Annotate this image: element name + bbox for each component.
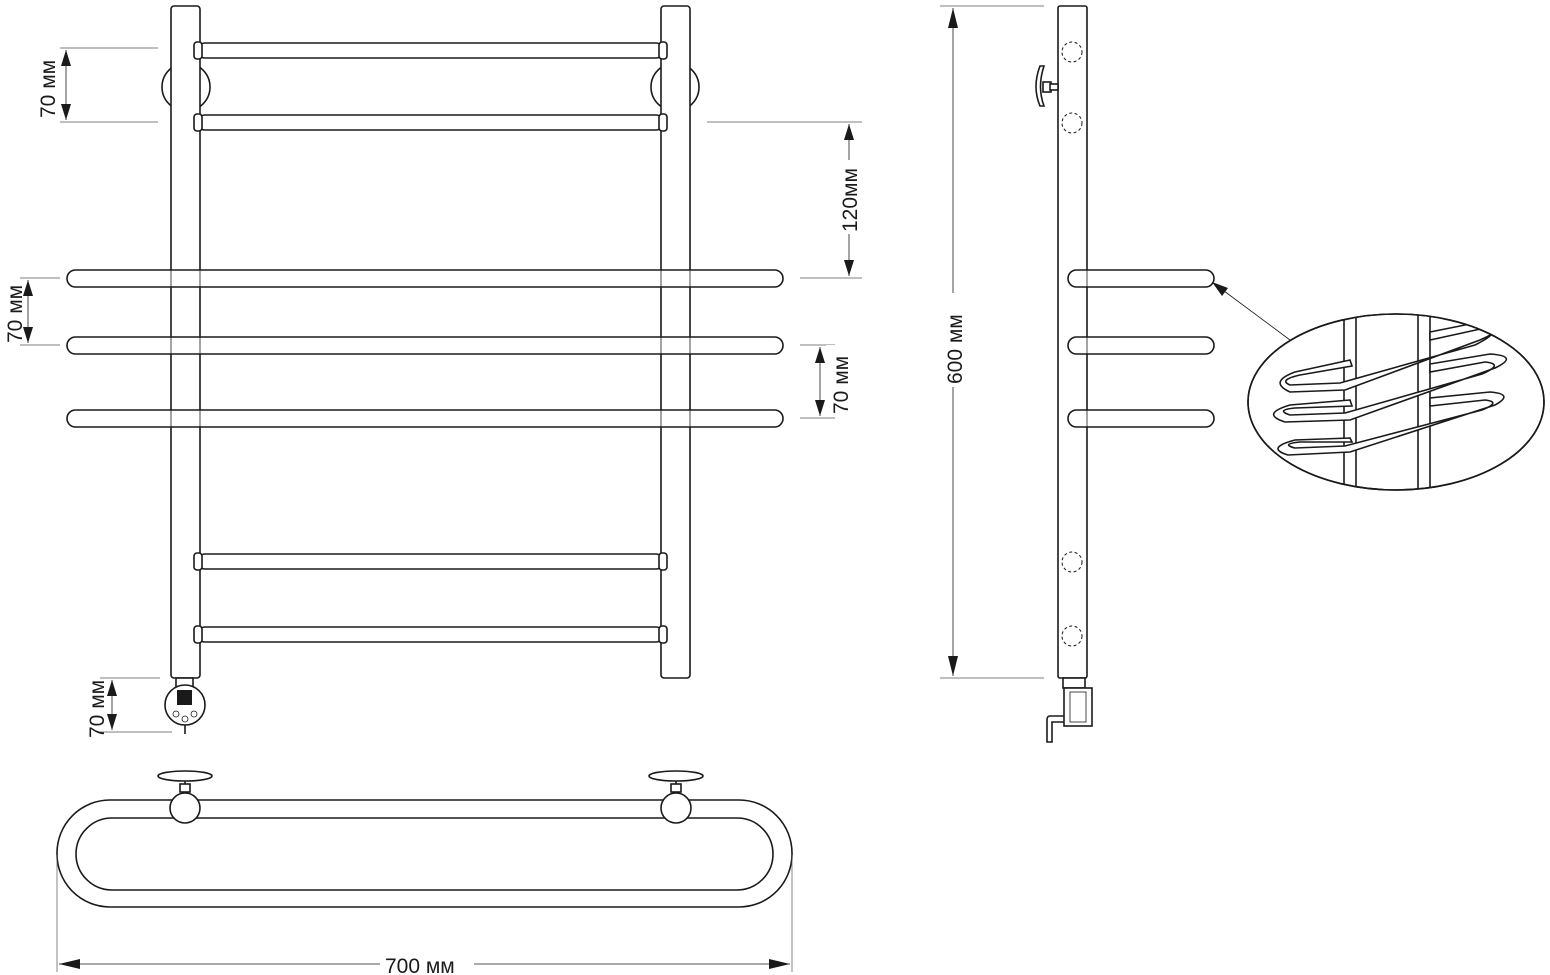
- shelf-bar-2: [66, 336, 784, 355]
- top-view-mount-left: [157, 770, 213, 824]
- rung-1: [197, 42, 664, 59]
- rung-cap: [658, 41, 668, 60]
- dim-label-total-height: 600 мм: [944, 314, 967, 384]
- rung-cap: [193, 552, 203, 571]
- rung-cap: [193, 41, 203, 60]
- connector-block: [177, 690, 192, 705]
- zoom-detail: [1247, 313, 1545, 491]
- mount-hole-3: [1061, 551, 1083, 573]
- dim-upper-to-shelf: 120мм: [707, 121, 862, 279]
- dim-label-total-width: 700 мм: [385, 955, 455, 975]
- connector-pin: [190, 710, 198, 718]
- side-shelf-arm-1: [1067, 269, 1215, 288]
- mount-hole-4: [1061, 625, 1083, 647]
- dim-top-spacing: 70 мм: [37, 47, 158, 123]
- dim-total-height: 600 мм: [940, 5, 1044, 679]
- rung-cap: [193, 625, 203, 644]
- side-shelf-arm-2: [1067, 336, 1215, 355]
- short-rungs: [193, 41, 668, 644]
- side-connector: [1046, 677, 1093, 743]
- top-view-inner-loop: [75, 817, 774, 891]
- dim-shelf-spacing-left: 70 мм: [4, 277, 60, 346]
- side-shelf-arm-3: [1067, 409, 1215, 428]
- electric-connector: [164, 677, 206, 734]
- front-view: 70 мм 120мм 70 мм: [4, 5, 862, 738]
- connector-pin: [181, 715, 189, 723]
- rung-cap: [193, 113, 203, 132]
- detail-leader: [1212, 282, 1291, 341]
- connector-pin: [172, 710, 180, 718]
- rung-cap: [658, 552, 668, 571]
- mount-hole-1: [1061, 41, 1083, 63]
- dim-label-shelf-spacing-right: 70 мм: [830, 356, 853, 414]
- dim-label-shelf-spacing-left: 70 мм: [4, 285, 27, 343]
- rung-cap: [658, 625, 668, 644]
- rung-cap: [658, 113, 668, 132]
- rung-2: [197, 114, 664, 131]
- dim-total-width: 700 мм: [56, 855, 793, 975]
- side-view: 600 мм: [940, 5, 1291, 743]
- dim-shelf-spacing-right: 70 мм: [800, 344, 853, 419]
- dim-connector-offset: 70 мм: [86, 677, 172, 738]
- mount-hole-2: [1061, 112, 1083, 134]
- rung-3: [197, 553, 664, 570]
- dim-label-top-spacing: 70 мм: [37, 60, 60, 118]
- shelf-bar-1: [66, 269, 784, 288]
- top-view: 700 мм: [56, 770, 793, 975]
- shelf-bar-3: [66, 409, 784, 428]
- side-wall-bracket: [1035, 65, 1059, 107]
- top-view-outer-loop: [56, 799, 793, 908]
- shelf-bars: [66, 269, 784, 428]
- rung-4: [197, 626, 664, 643]
- dim-label-upper-to-shelf: 120мм: [839, 168, 862, 232]
- top-view-mount-right: [648, 770, 704, 824]
- dim-label-connector-offset: 70 мм: [86, 680, 109, 738]
